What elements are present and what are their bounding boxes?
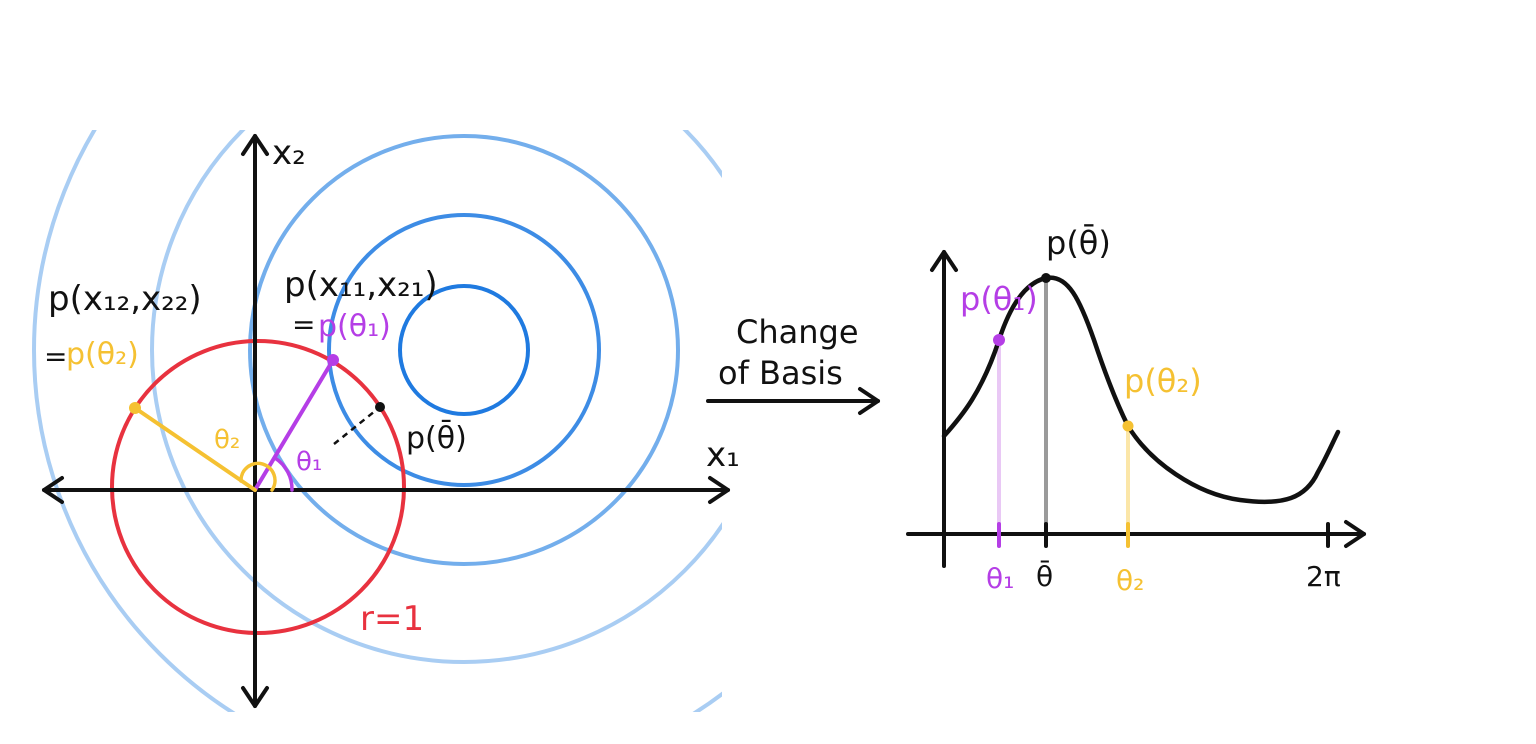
theta1-angle-arc [273, 456, 294, 492]
radius-label: r=1 [360, 599, 424, 639]
tick-label-theta1: θ₁ [986, 562, 1014, 595]
tick-label-2pi: 2π [1306, 560, 1341, 593]
contour-ring-small [327, 213, 601, 487]
theta-axis-arrow [1344, 520, 1366, 548]
peak-label-left: p(θ̄) [406, 420, 467, 456]
curve-peak-point [1041, 273, 1051, 283]
point2-theta-label: p(θ₂) [66, 337, 139, 372]
tick-label-theta-bar: θ̄ [1036, 559, 1053, 593]
arrow-label-line2: of Basis [718, 354, 843, 392]
contour-rings [32, 130, 722, 712]
theta1-point [327, 354, 339, 366]
x2-axis-arrow-down [241, 686, 269, 708]
arrow-label-line1: Change [736, 313, 859, 351]
curve-theta2-point [1122, 420, 1134, 432]
density-axis-arrow [930, 250, 958, 272]
x2-axis-label: x₂ [272, 133, 306, 173]
x1-axis-arrow-right [708, 476, 730, 504]
contour-ring-center [398, 284, 530, 416]
contour-ring-outer [32, 130, 722, 712]
peak-label-right: p(θ̄) [1046, 223, 1111, 262]
contour-ring-mid [248, 134, 680, 566]
point2-equals: = [44, 340, 67, 373]
tick-label-theta2: θ₂ [1116, 564, 1144, 597]
theta-bar-dashed-line [333, 406, 381, 445]
right-axes [906, 250, 1366, 568]
point1-theta-label: p(θ₁) [318, 309, 391, 344]
theta2-angle-arc [239, 461, 277, 492]
theta2-radius-line [133, 406, 257, 492]
curve-theta1-label: p(θ₁) [960, 280, 1038, 318]
x2-axis-arrow-up [241, 134, 269, 156]
left-axes [42, 134, 730, 708]
curve-theta2-label: p(θ₂) [1124, 362, 1202, 400]
x1-axis-arrow-left [42, 476, 64, 504]
theta2-angle-label: θ₂ [214, 425, 240, 455]
change-of-basis-arrow [706, 387, 880, 415]
x1-axis-label: x₁ [706, 435, 740, 475]
curve-theta1-point [993, 334, 1005, 346]
theta-bar-point [375, 402, 385, 412]
point1-equals: = [292, 308, 315, 341]
contour-ring-large [150, 130, 722, 664]
unit-circle [110, 339, 406, 635]
theta1-angle-label: θ₁ [296, 447, 322, 477]
theta2-point [129, 402, 141, 414]
point2-coord-label: p(x₁₂,x₂₂) [48, 279, 202, 319]
point1-coord-label: p(x₁₁,x₂₁) [284, 265, 438, 305]
